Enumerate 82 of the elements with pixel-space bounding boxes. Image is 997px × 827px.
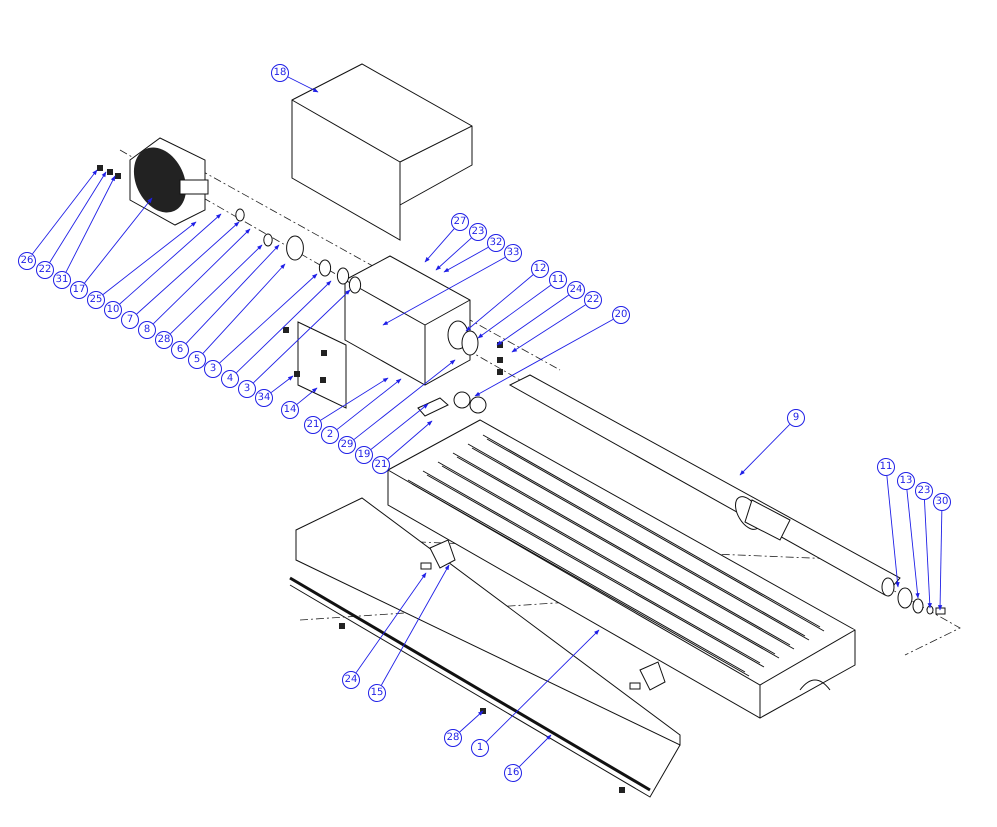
leader-line [486,630,600,742]
leader-line [906,490,920,599]
leader-line [886,476,900,588]
callout-number: 28 [444,729,462,747]
leader-line [380,564,450,686]
leader-line [382,256,506,326]
callout-number: 18 [271,64,289,82]
leader-line [320,378,388,421]
callout-number: 30 [933,493,951,511]
leader-line [136,222,240,314]
callout-number: 21 [372,456,390,474]
callout-number: 28 [155,331,173,349]
leader-line [459,710,484,732]
leader-line [474,318,614,396]
leader-line [102,222,196,295]
callout-number: 9 [787,409,805,427]
callout-number: 11 [549,271,567,289]
callout-number: 31 [53,271,71,289]
leader-line [84,198,152,284]
callout-number: 33 [504,244,522,262]
leader-line [518,734,552,768]
leader-line [296,388,318,405]
leader-line [938,510,942,611]
callout-number: 19 [355,446,373,464]
callout-number: 6 [171,341,189,359]
callout-number: 8 [138,321,156,339]
callout-number: 17 [70,281,88,299]
callout-number: 3 [238,380,256,398]
callout-number: 16 [504,764,522,782]
leader-line [49,172,106,263]
leader-line [288,76,318,92]
leader-line [354,360,456,440]
leader-line [119,214,222,304]
leader-line [253,290,350,384]
leader-line [740,424,790,476]
callout-number: 4 [221,370,239,388]
leader-line [512,304,586,352]
callout-number: 22 [584,291,602,309]
callout-number: 29 [338,436,356,454]
callout-number: 13 [897,472,915,490]
leader-line [478,284,552,338]
callout-number: 7 [121,311,139,329]
leader-line [32,170,98,254]
leader-line [152,228,250,324]
callout-number: 34 [255,389,273,407]
leader-line [170,244,262,334]
callout-number: 3 [204,360,222,378]
callout-number: 5 [188,351,206,369]
leader-line [444,246,489,272]
callout-number: 32 [487,234,505,252]
leader-line [186,244,280,344]
leader-line [387,420,432,460]
leader-line [924,500,932,609]
callout-number: 21 [304,416,322,434]
leader-line [466,274,534,332]
callout-number: 11 [877,458,895,476]
callout-number: 24 [342,671,360,689]
leader-line [436,238,472,270]
leader-line [66,176,116,272]
leader-line [424,228,455,262]
leader-line [202,264,286,354]
leader-line [496,294,570,346]
callout-number: 2 [321,426,339,444]
callout-number: 1 [471,739,489,757]
callout-number: 25 [87,291,105,309]
leader-line [236,280,332,374]
leader-line [270,376,294,393]
callout-number: 10 [104,301,122,319]
callout-number: 22 [36,261,54,279]
callout-number: 27 [451,213,469,231]
leader-line [356,572,426,674]
callout-number: 14 [281,401,299,419]
callout-number: 23 [915,482,933,500]
callout-number: 12 [531,260,549,278]
callout-number: 15 [368,684,386,702]
callout-number: 23 [469,223,487,241]
leader-line [336,378,402,430]
leader-line [370,404,428,450]
callout-number: 20 [612,306,630,324]
callout-number: 26 [18,252,36,270]
callout-number: 24 [567,281,585,299]
leader-line [219,274,318,364]
